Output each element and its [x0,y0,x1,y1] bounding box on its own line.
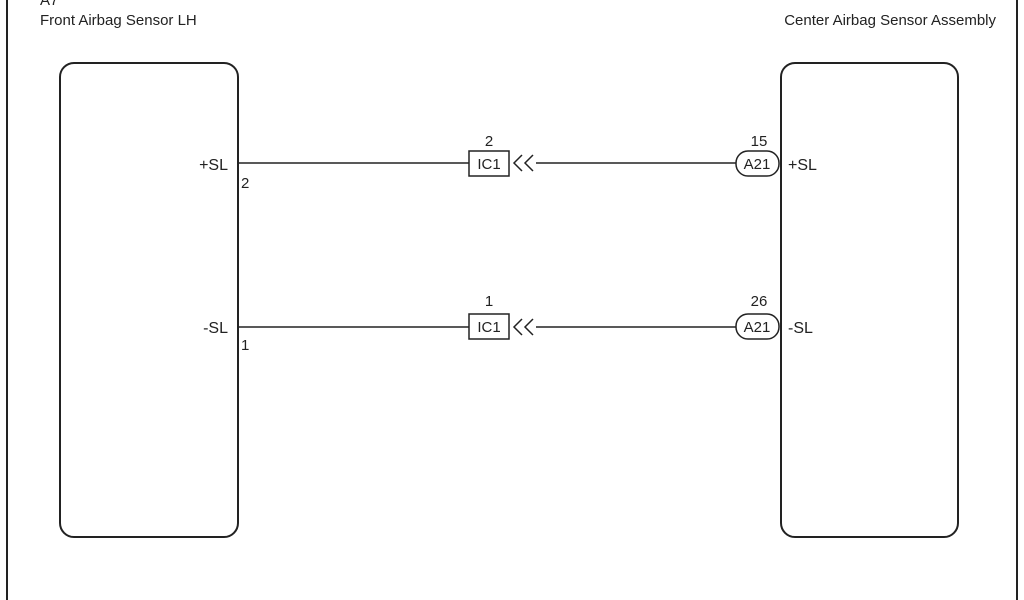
right-signal-label: -SL [788,320,813,337]
diagram-frame [6,0,1018,600]
connector-chevron-icon [512,154,523,172]
right-connector-oval [735,313,780,340]
wire-negative: -SL 1 1 IC1 26 A21 -SL [203,293,813,354]
right-component-name: Center Airbag Sensor Assembly [784,12,996,29]
right-connector-label: A21 [744,156,771,173]
left-pin-label: 1 [241,337,249,354]
junction-connector-box [468,313,510,340]
right-signal-label: +SL [788,157,817,174]
junction-connector-label: IC1 [477,319,500,336]
left-signal-label: +SL [199,157,228,174]
connector-chevron-icon [523,154,534,172]
left-component-code: A7 [40,0,58,9]
left-signal-label: -SL [203,320,228,337]
wire-positive: +SL 2 2 IC1 15 A21 +SL [199,133,817,192]
connector-chevron-icon [523,318,534,336]
junction-connector-label: IC1 [477,156,500,173]
junction-pin-label: 2 [485,133,493,150]
left-component-name: Front Airbag Sensor LH [40,12,197,29]
connector-chevron-icon [512,318,523,336]
left-component-box [59,62,239,538]
right-connector-label: A21 [744,319,771,336]
right-pin-label: 26 [751,293,768,310]
right-pin-label: 15 [751,133,768,150]
junction-connector-box [468,150,510,177]
left-pin-label: 2 [241,175,249,192]
right-component-box [780,62,959,538]
right-connector-oval [735,150,780,177]
junction-pin-label: 1 [485,293,493,310]
